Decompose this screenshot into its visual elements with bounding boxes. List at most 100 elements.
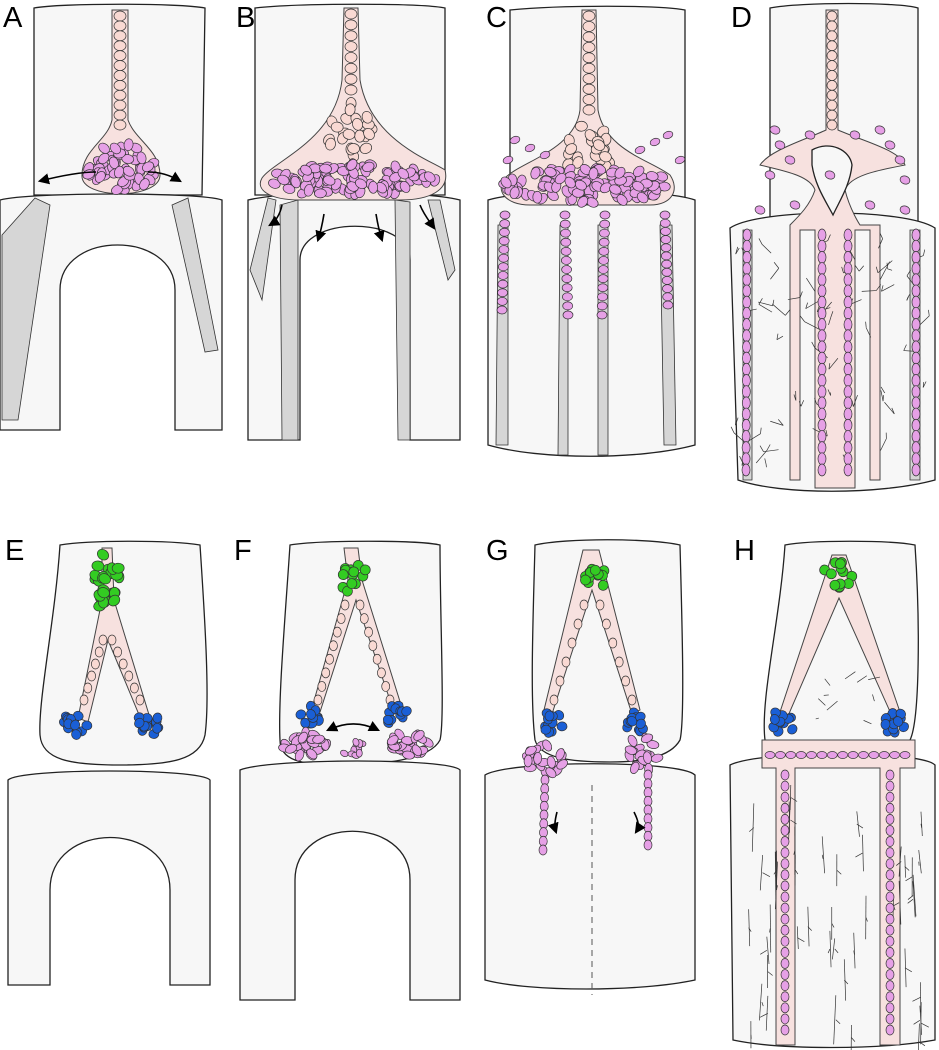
neurite	[881, 285, 884, 292]
green-cell	[834, 558, 846, 570]
duct-cell	[593, 139, 606, 151]
migrating-cell	[780, 791, 790, 803]
green-cell	[111, 562, 125, 574]
neurite	[790, 797, 798, 802]
duct-cell	[595, 599, 605, 611]
blue-cell	[70, 719, 81, 731]
neurite	[913, 1020, 921, 1025]
migrating-cell	[764, 751, 776, 759]
neurite	[760, 950, 768, 955]
migrating-cell	[899, 751, 911, 759]
migrating-cell	[817, 273, 827, 287]
migrating-cell	[98, 152, 110, 165]
green-cell	[91, 560, 105, 572]
migrating-cell	[885, 802, 895, 814]
migrating-cell	[661, 276, 673, 285]
blue-cell	[556, 721, 568, 732]
migrating-cell	[817, 239, 827, 253]
duct	[761, 739, 916, 1046]
neurite	[898, 880, 902, 925]
neurite	[835, 1019, 841, 1025]
neurite	[759, 854, 763, 891]
migrating-cell	[894, 155, 906, 165]
migrating-cell	[780, 913, 790, 925]
migrating-cell	[885, 847, 895, 858]
migrating-cell	[499, 219, 511, 228]
migrating-cell	[596, 310, 608, 320]
duct-cell	[107, 634, 117, 646]
neurite	[814, 397, 817, 404]
duct-cell	[564, 143, 578, 155]
panel-a: A	[0, 2, 223, 431]
neurite	[770, 420, 784, 426]
arrow	[419, 204, 436, 230]
neurite	[906, 294, 910, 301]
neurite	[904, 967, 912, 973]
migrating-cell	[911, 418, 921, 432]
neurite	[827, 948, 831, 954]
duct-cell	[361, 111, 373, 124]
migrating-cell	[660, 227, 671, 236]
migrating-cell	[780, 1013, 790, 1025]
migrating-cell	[826, 751, 838, 759]
migrating-cell	[764, 170, 776, 180]
neurite	[844, 671, 856, 680]
neurite	[865, 327, 872, 338]
migrating-cell	[556, 759, 568, 770]
neurite	[922, 381, 927, 388]
duct-cell	[579, 599, 589, 611]
migrating-cell	[868, 751, 880, 759]
duct-cell	[826, 80, 838, 91]
migrating-cell	[741, 441, 751, 454]
migrating-cell	[884, 140, 896, 150]
migrating-cell	[659, 210, 671, 220]
migrating-cell	[598, 265, 609, 274]
blue-cell	[769, 714, 780, 725]
migrating-cell	[817, 228, 827, 242]
migrating-cell	[741, 385, 751, 399]
neurite	[853, 950, 855, 955]
neurite	[898, 846, 902, 877]
duct-cell	[113, 80, 127, 91]
duct-cell	[826, 99, 838, 111]
migrating-cell	[560, 228, 571, 238]
migrating-cell	[597, 292, 608, 302]
green-cell	[98, 573, 111, 585]
migrating-cell	[795, 751, 807, 759]
neurite	[879, 267, 887, 280]
migrating-cell	[498, 245, 510, 254]
panel-label-h: H	[734, 535, 755, 567]
central-lumen	[811, 145, 853, 217]
neurite	[856, 675, 868, 683]
neurite	[854, 264, 860, 272]
neurite	[831, 923, 835, 928]
duct-cell	[344, 73, 358, 85]
migrating-cell	[824, 170, 836, 180]
migrating-cell	[774, 140, 786, 150]
migrating-cell	[509, 135, 521, 145]
migrating-cell	[885, 880, 895, 892]
migrating-cell	[496, 305, 508, 315]
migrating-cell	[837, 751, 849, 759]
duct-cell	[325, 137, 336, 151]
neurite	[856, 811, 860, 837]
duct-cell	[826, 50, 838, 61]
neurite	[828, 317, 832, 326]
neurite	[856, 823, 864, 829]
migrating-cell	[741, 430, 751, 443]
neurite	[907, 899, 914, 904]
migrating-cell	[742, 295, 752, 309]
blue-cell	[81, 720, 93, 731]
duct-cell	[329, 640, 338, 652]
migrating-cell	[741, 463, 751, 477]
duct-cell	[342, 128, 356, 140]
panel-label-g: G	[486, 535, 509, 567]
migrating-cell	[780, 802, 790, 814]
migrating-cell	[498, 253, 509, 263]
duct-cell	[91, 658, 100, 670]
migrating-cell	[597, 283, 609, 293]
duct-cell	[113, 99, 127, 111]
duct-cell	[130, 682, 139, 694]
migrating-cell	[817, 374, 827, 387]
migrating-cell	[843, 340, 853, 354]
